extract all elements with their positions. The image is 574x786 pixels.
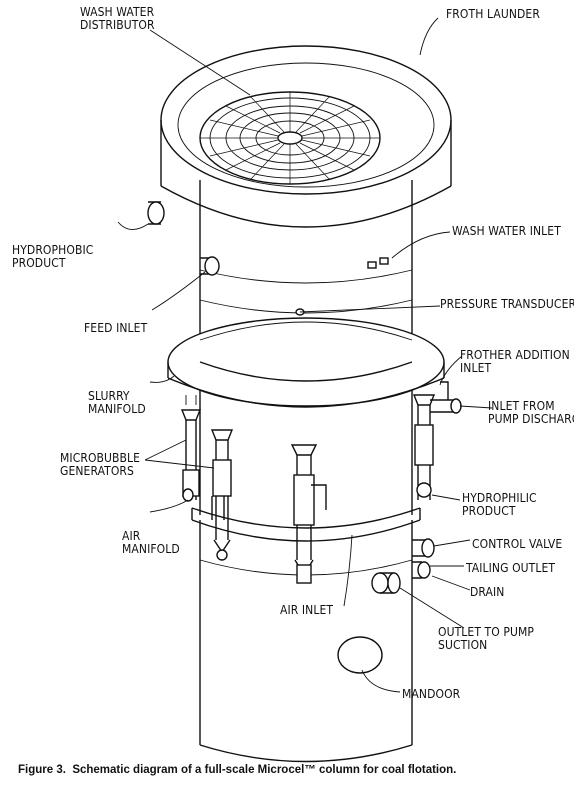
leader-lines bbox=[117, 17, 493, 693]
tailing-outlet-label: TAILING OUTLET bbox=[466, 561, 556, 575]
air-manifold-ring bbox=[191, 507, 421, 542]
control-valve-label: CONTROL VALVE bbox=[472, 537, 563, 551]
pump-discharge-inlet-pipe bbox=[430, 381, 462, 414]
hydrophilic-product-label: HYDROPHILIC PRODUCT bbox=[462, 491, 537, 518]
microbubble-generators-label: MICROBUBBLE GENERATORS bbox=[60, 451, 141, 478]
hydrophobic-product-nozzle bbox=[147, 201, 165, 225]
column-body bbox=[199, 520, 413, 763]
frother-addition-inlet-label: FROTHER ADDITION INLET bbox=[460, 348, 570, 375]
generator-3 bbox=[290, 444, 327, 584]
mandoor-label: MANDOOR bbox=[402, 687, 461, 701]
tailing-outlet-assembly bbox=[412, 538, 435, 579]
hydrophobic-product-label: HYDROPHOBIC PRODUCT bbox=[12, 243, 94, 270]
slurry-manifold-label: SLURRY MANIFOLD bbox=[88, 389, 146, 416]
wash-water-inlet-label: WASH WATER INLET bbox=[452, 224, 561, 238]
drain-label: DRAIN bbox=[470, 585, 505, 599]
froth-launder-label: FROTH LAUNDER bbox=[446, 7, 540, 21]
inlet-from-pump-discharge-label: INLET FROM PUMP DISCHARGE bbox=[488, 399, 574, 426]
feed-inlet-label: FEED INLET bbox=[84, 321, 148, 335]
outlet-to-pump-suction-label: OUTLET TO PUMP SUCTION bbox=[438, 625, 534, 652]
air-inlet-label: AIR INLET bbox=[280, 603, 334, 617]
pump-suction-nozzle bbox=[371, 572, 401, 594]
generator-1 bbox=[180, 395, 202, 500]
figure-caption: Figure 3. Schematic diagram of a full-sc… bbox=[18, 764, 457, 776]
mandoor-shape bbox=[337, 636, 383, 674]
air-manifold-label: AIR MANIFOLD bbox=[122, 529, 180, 556]
pressure-transducer-label: PRESSURE TRANSDUCER bbox=[440, 297, 574, 311]
generator-5 bbox=[182, 488, 225, 520]
wash-water-inlet-stubs bbox=[367, 257, 389, 269]
feed-inlet-nozzle bbox=[200, 256, 220, 276]
wash-water-distributor bbox=[199, 91, 381, 185]
wash-water-distributor-label: WASH WATER DISTRIBUTOR bbox=[80, 5, 155, 32]
slurry-manifold-ring bbox=[167, 317, 445, 408]
microbubble-generators bbox=[180, 394, 436, 584]
column-upper bbox=[199, 180, 413, 316]
generator-4 bbox=[412, 394, 436, 500]
generator-2 bbox=[210, 429, 234, 561]
